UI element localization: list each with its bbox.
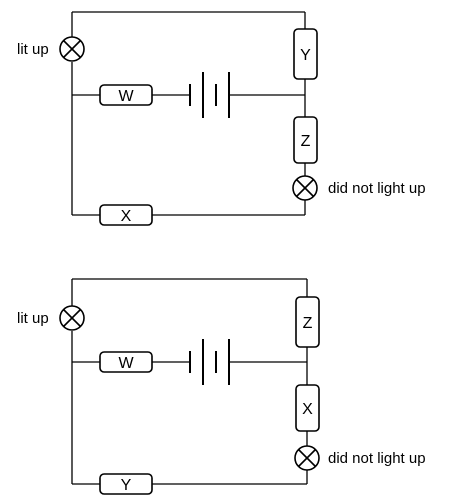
resistor-mid-right: Z — [293, 116, 318, 164]
lamp-unlit-icon — [294, 445, 320, 471]
lamp-lit-icon — [59, 36, 85, 62]
resistor-top-right-label: Z — [303, 315, 313, 332]
resistor-middle-label: W — [118, 355, 134, 372]
circuit-2-wires — [71, 278, 308, 485]
resistor-bottom: Y — [99, 473, 153, 495]
resistor-middle: W — [99, 84, 153, 106]
resistor-mid-right-label: X — [302, 401, 313, 418]
resistor-middle-label: W — [118, 88, 134, 105]
resistor-bottom-label: Y — [121, 477, 132, 494]
resistor-top-right: Y — [293, 28, 318, 80]
circuit-1-wires — [71, 11, 306, 216]
lamp-lit-label: lit up — [17, 41, 49, 58]
lamp-unlit-label: did not light up — [328, 450, 426, 467]
circuit-1: lit up Y Z did not light up W — [17, 11, 426, 226]
resistor-bottom-label: X — [121, 208, 132, 225]
lamp-lit-label: lit up — [17, 310, 49, 327]
circuit-2: lit up Z X did not light up W — [17, 278, 426, 495]
lamp-unlit-icon — [292, 175, 318, 201]
resistor-top-right-label: Y — [300, 47, 311, 64]
resistor-middle: W — [99, 351, 153, 373]
lamp-lit-icon — [59, 305, 85, 331]
lamp-unlit-label: did not light up — [328, 180, 426, 197]
resistor-mid-right-label: Z — [301, 133, 311, 150]
resistor-mid-right: X — [295, 384, 320, 432]
battery-icon — [189, 72, 230, 118]
resistor-top-right: Z — [295, 296, 320, 348]
battery-icon — [189, 339, 230, 385]
resistor-bottom: X — [99, 204, 153, 226]
